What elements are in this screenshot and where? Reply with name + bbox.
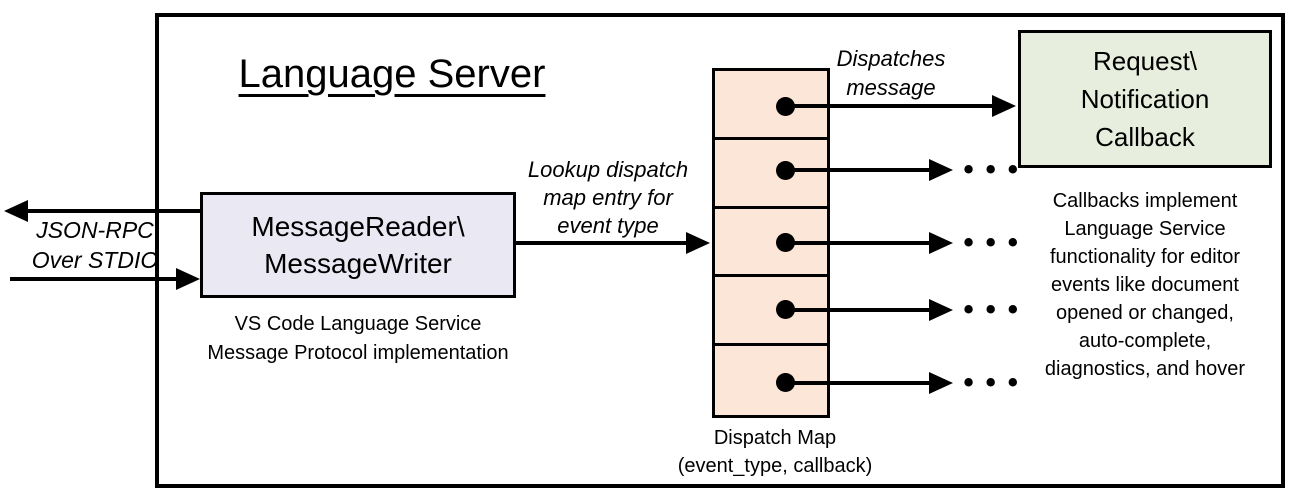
ellipsis-icon: ••• (960, 226, 1027, 260)
dispatch-row3-entry-dot (776, 233, 795, 252)
stdio-label: JSON-RPC Over STDIO (31, 217, 159, 273)
message-reader-writer-label: MessageReader\ MessageWriter (251, 211, 465, 279)
ellipsis-icon: ••• (960, 153, 1027, 187)
dispatch-map-cell (715, 346, 827, 415)
dispatch-row5-arrow-line (785, 381, 931, 385)
stdio-out-arrowhead-icon (4, 200, 28, 222)
stdio-out-arrow-line (26, 209, 202, 213)
dispatch-row5-entry-dot (776, 373, 795, 392)
lookup-arrow-line (516, 241, 688, 245)
dispatch-map (712, 68, 830, 418)
dispatches-message-label: Dispatches message (836, 46, 946, 100)
request-notification-callback-box: Request\ Notification Callback (1018, 30, 1272, 168)
message-reader-writer-caption: VS Code Language Service Message Protoco… (207, 313, 509, 364)
dispatch-map-label: Dispatch Map (event_type, callback) (677, 427, 873, 477)
dispatch-map-cell (715, 139, 827, 209)
dispatch-row1-entry-dot (776, 97, 795, 116)
dispatch-row1-arrow-line (785, 104, 994, 108)
stdio-in-arrow-line (10, 277, 178, 281)
dispatch-row4-entry-dot (776, 300, 795, 319)
lookup-arrowhead-icon (686, 232, 710, 254)
request-notification-callback-label: Request\ Notification Callback (1080, 46, 1210, 152)
dispatch-row1-arrowhead-icon (992, 95, 1016, 117)
dispatch-row4-arrowhead-icon (929, 299, 953, 321)
stdio-in-arrowhead-icon (176, 268, 200, 290)
dispatch-row5-arrowhead-icon (929, 372, 953, 394)
diagram-title: Language Server (238, 52, 546, 96)
dispatch-row2-arrowhead-icon (929, 159, 953, 181)
message-reader-writer-box: MessageReader\ MessageWriter (200, 192, 516, 298)
dispatch-row2-entry-dot (776, 161, 795, 180)
lookup-label: Lookup dispatch map entry for event type (527, 157, 689, 238)
ellipsis-icon: ••• (960, 293, 1027, 327)
dispatch-row3-arrowhead-icon (929, 232, 953, 254)
dispatch-row2-arrow-line (785, 168, 931, 172)
dispatch-row3-arrow-line (785, 241, 931, 245)
callbacks-caption: Callbacks implement Language Service fun… (1044, 190, 1246, 380)
ellipsis-icon: ••• (960, 366, 1027, 400)
dispatch-row4-arrow-line (785, 308, 931, 312)
